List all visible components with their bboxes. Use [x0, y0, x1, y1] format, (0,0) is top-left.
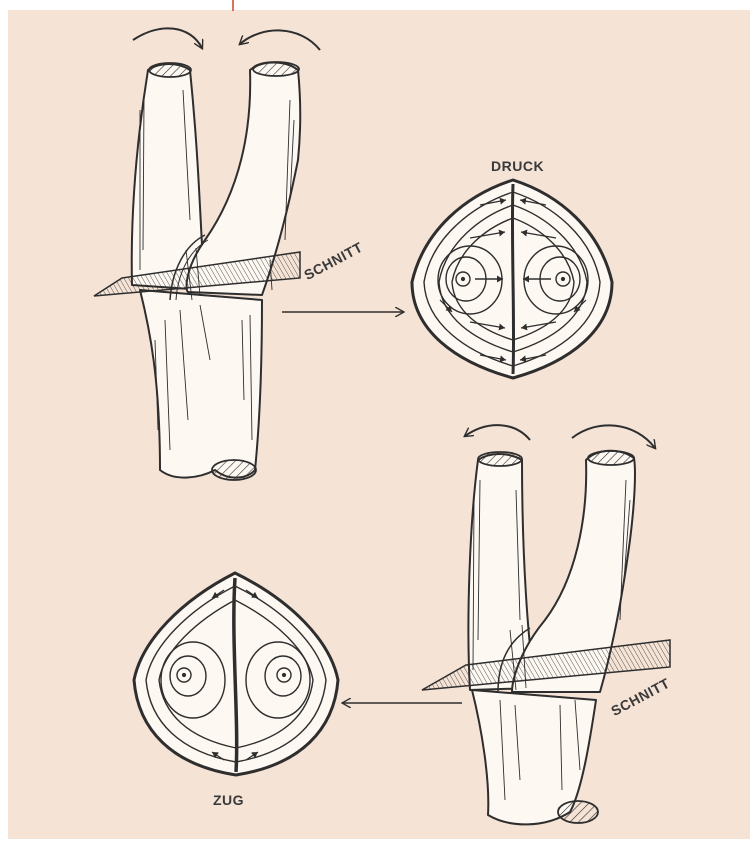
zug-label: ZUG	[213, 792, 244, 808]
top-tree-base-cut	[212, 460, 256, 480]
top-tree-right-cut	[253, 62, 299, 76]
druck-label: DRUCK	[491, 158, 544, 174]
top-tree-left-cut	[149, 63, 191, 77]
bottom-tree-right-cut	[588, 451, 634, 465]
bottom-tree-base-cut	[558, 801, 598, 823]
bottom-tree-left-cut	[478, 452, 522, 466]
background-panel	[8, 10, 750, 839]
